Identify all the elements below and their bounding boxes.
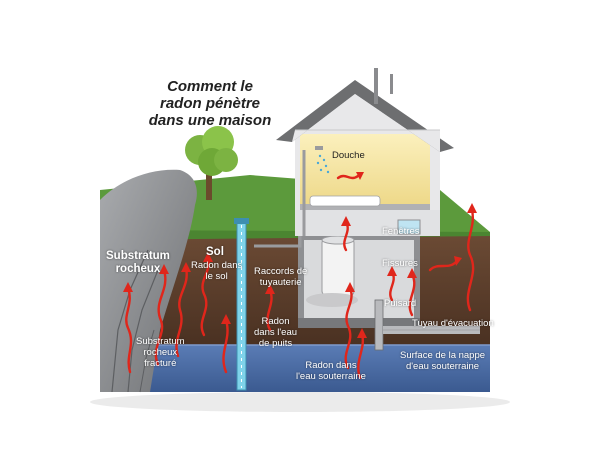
radon-arrows <box>125 174 475 380</box>
label-radon-eau-souterraine: Radon dans l'eau souterraine <box>296 360 366 382</box>
basement-floor <box>298 318 420 328</box>
sump-pipe <box>374 299 384 351</box>
bathroom-room <box>300 134 430 204</box>
label-tuyau: Tuyau d'évacuation <box>412 318 494 329</box>
radon-arrowheads <box>123 172 477 338</box>
shower-head-icon <box>315 146 323 150</box>
radon-arrow <box>200 256 210 337</box>
rock-fracture-3 <box>139 329 155 393</box>
radon-arrow <box>125 286 133 374</box>
ground-shadow <box>90 392 510 412</box>
label-sol: Sol <box>206 246 224 258</box>
label-fissures: Fissures <box>382 258 418 269</box>
label-radon-sol: Radon dans le sol <box>191 260 243 282</box>
tree-trunk <box>206 168 212 200</box>
label-substratum-fracture: Substratum rocheux fracturé <box>136 336 185 369</box>
label-raccords: Raccords de tuyauterie <box>254 266 308 288</box>
bedrock <box>100 169 197 392</box>
groundwater-layer <box>100 345 490 392</box>
title-line-1: Comment le <box>167 78 253 95</box>
floor-slab <box>300 204 430 210</box>
label-douche: Douche <box>332 150 365 161</box>
plumbing-pipe <box>254 236 302 248</box>
label-radon-puits: Radon dans l'eau de puits <box>254 316 298 349</box>
diagram-title: Comment le radon pénètre dans une maison <box>140 78 280 129</box>
basement-window <box>397 219 421 235</box>
radon-arrow <box>175 266 188 358</box>
bathtub <box>309 195 381 207</box>
radon-arrow <box>466 208 475 312</box>
title-line-2: radon pénètre <box>159 95 261 112</box>
vent-stack <box>374 68 378 104</box>
title-line-3: dans une maison <box>148 112 272 129</box>
label-fenetres: Fenêtres <box>382 226 420 237</box>
radon-arrow <box>428 260 458 272</box>
rock-fracture-1 <box>111 249 149 393</box>
sump-base <box>306 293 358 307</box>
label-nappe: Surface de la nappe d'eau souterraine <box>400 350 486 372</box>
label-substratum-rocheux: Substratum rocheux <box>106 250 170 275</box>
radon-arrow <box>344 286 353 370</box>
gable-wall <box>292 94 440 152</box>
radon-arrow <box>154 268 167 367</box>
label-puisard: Puisard <box>384 298 417 309</box>
radon-arrow <box>336 174 360 180</box>
shower-water <box>316 154 330 174</box>
radon-arrow <box>222 318 229 374</box>
